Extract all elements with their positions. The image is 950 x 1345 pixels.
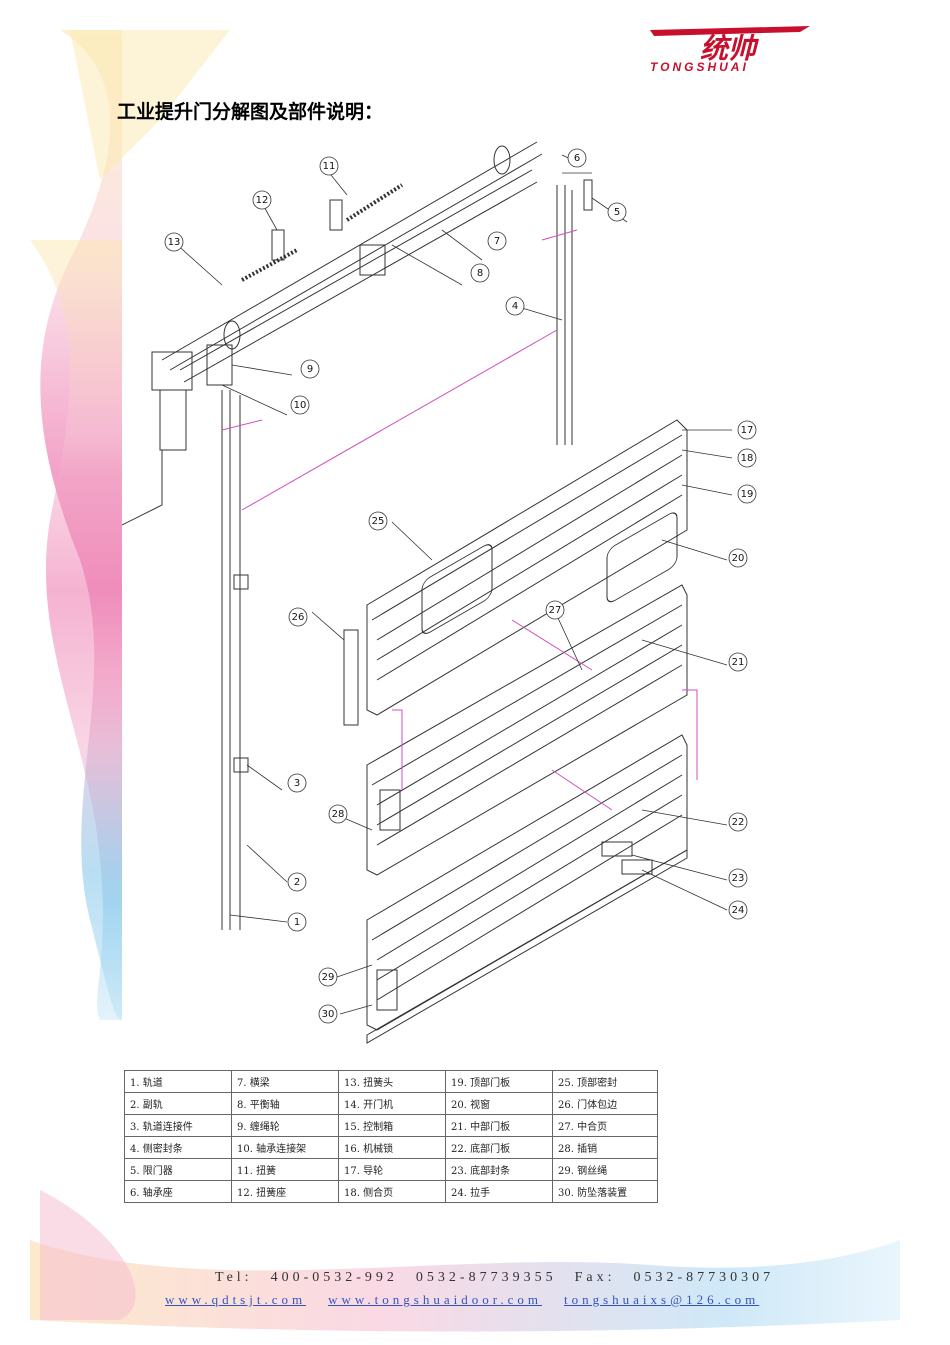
callout-markers: [164, 148, 757, 1024]
page-title: 工业提升门分解图及部件说明：: [117, 101, 384, 123]
table-cell: 20. 视窗: [445, 1092, 553, 1115]
tel-label: Tel:: [215, 1270, 253, 1285]
svg-text:8: 8: [477, 268, 483, 279]
contact-web-line: www.qdtsjt.com www.tongshuaidoor.com tongs…: [165, 1292, 781, 1308]
svg-text:30: 30: [322, 1009, 335, 1020]
table-cell: 22. 底部门板: [445, 1136, 553, 1159]
svg-text:10: 10: [294, 400, 307, 411]
svg-text:28: 28: [332, 809, 345, 820]
fax-label: Fax:: [574, 1270, 616, 1285]
svg-text:5: 5: [614, 207, 620, 218]
svg-text:17: 17: [741, 425, 754, 436]
tel-number-2: 0532-87739355: [415, 1270, 557, 1285]
table-cell: 23. 底部封条: [445, 1158, 553, 1181]
svg-text:13: 13: [168, 237, 181, 248]
svg-text:25: 25: [372, 516, 385, 527]
table-cell: 12. 扭簧座: [231, 1180, 339, 1203]
logo-subtitle: TONGSHUAI: [650, 60, 749, 74]
table-cell: 6. 轴承座: [124, 1180, 232, 1203]
exploded-view-drawing: 6 5 7 8 4 9 10 11 12 13 17 18 19 20 21 2…: [122, 141, 757, 1044]
table-cell: 3. 轨道连接件: [124, 1114, 232, 1137]
table-cell: 4. 侧密封条: [124, 1136, 232, 1159]
svg-text:6: 6: [574, 153, 580, 164]
table-cell: 27. 中合页: [552, 1114, 658, 1137]
contact-phone-line: Tel: 400-0532-992 0532-87739355 Fax: 0532-87…: [215, 1270, 792, 1286]
table-cell: 24. 拉手: [445, 1180, 553, 1203]
tel-number-1: 400-0532-992: [270, 1270, 398, 1285]
svg-text:23: 23: [732, 873, 745, 884]
svg-text:18: 18: [741, 453, 754, 464]
table-cell: 30. 防坠落装置: [552, 1180, 658, 1203]
svg-text:4: 4: [512, 301, 518, 312]
svg-text:29: 29: [322, 972, 335, 983]
table-cell: 7. 横梁: [231, 1070, 339, 1093]
table-cell: 26. 门体包边: [552, 1092, 658, 1115]
svg-text:19: 19: [741, 489, 754, 500]
svg-text:12: 12: [256, 195, 269, 206]
table-cell: 21. 中部门板: [445, 1114, 553, 1137]
logo-mark-text: 统帅: [700, 32, 760, 65]
company-logo: 统帅: [650, 26, 810, 65]
table-cell: 17. 导轮: [338, 1158, 446, 1181]
table-cell: 15. 控制箱: [338, 1114, 446, 1137]
table-cell: 2. 副轨: [124, 1092, 232, 1115]
callout-numbers: 6 5 7 8 4 9 10 11 12 13 17 18 19 20 21 2…: [168, 153, 754, 1020]
website-link-2[interactable]: www.tongshuaidoor.com: [328, 1292, 542, 1307]
table-cell: 29. 钢丝绳: [552, 1158, 658, 1181]
table-cell: 18. 侧合页: [338, 1180, 446, 1203]
table-cell: 28. 插销: [552, 1136, 658, 1159]
fax-number: 0532-87730307: [633, 1270, 775, 1285]
table-cell: 16. 机械锁: [338, 1136, 446, 1159]
table-cell: 19. 顶部门板: [445, 1070, 553, 1093]
svg-text:21: 21: [732, 657, 745, 668]
table-cell: 9. 缠绳轮: [231, 1114, 339, 1137]
svg-text:20: 20: [732, 553, 745, 564]
svg-text:27: 27: [549, 605, 562, 616]
svg-text:1: 1: [294, 917, 300, 928]
table-cell: 10. 轴承连接架: [231, 1136, 339, 1159]
svg-text:2: 2: [294, 877, 300, 888]
table-cell: 1. 轨道: [124, 1070, 232, 1093]
email-link[interactable]: tongshuaixs@126.com: [563, 1292, 760, 1307]
website-link-1[interactable]: www.qdtsjt.com: [165, 1292, 307, 1307]
table-cell: 11. 扭簧: [231, 1158, 339, 1181]
svg-text:9: 9: [307, 364, 313, 375]
svg-text:24: 24: [732, 905, 745, 916]
table-cell: 13. 扭簧头: [338, 1070, 446, 1093]
table-cell: 25. 顶部密封: [552, 1070, 658, 1093]
svg-text:22: 22: [732, 817, 745, 828]
svg-text:3: 3: [294, 778, 300, 789]
svg-text:7: 7: [494, 236, 500, 247]
table-cell: 14. 开门机: [338, 1092, 446, 1115]
table-cell: 5. 限门器: [124, 1158, 232, 1181]
svg-text:11: 11: [323, 161, 336, 172]
table-cell: 8. 平衡轴: [231, 1092, 339, 1115]
svg-text:26: 26: [292, 612, 305, 623]
